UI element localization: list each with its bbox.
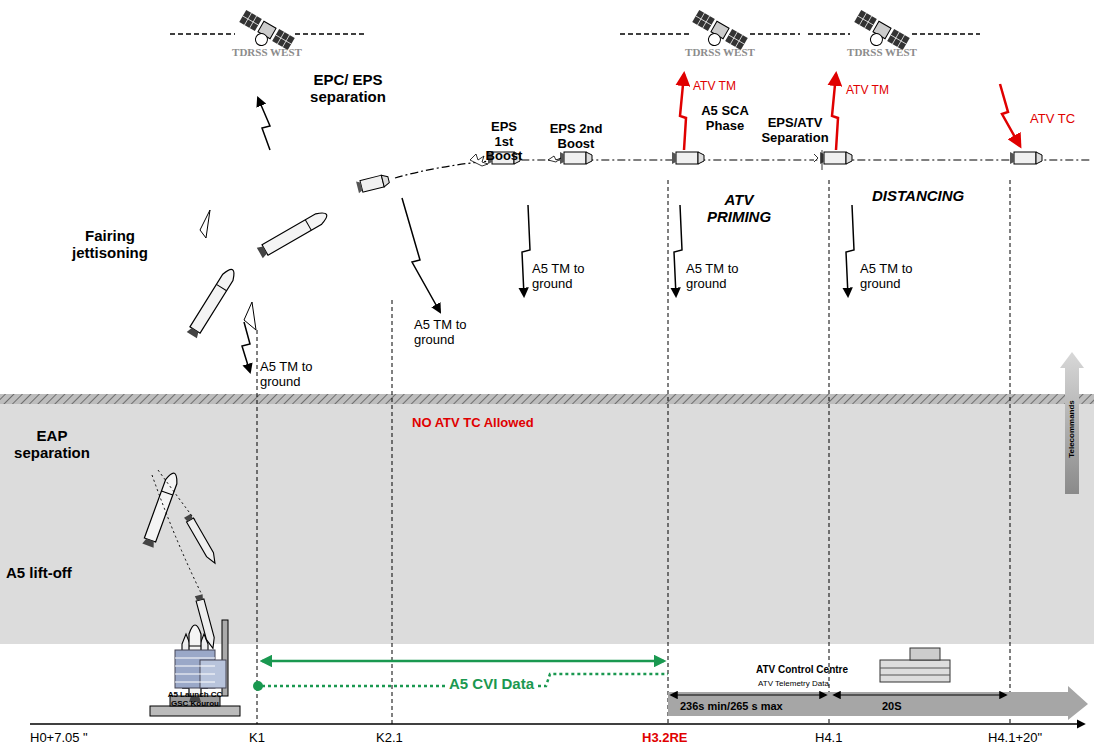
- label: ATV PRIMING: [700, 192, 778, 226]
- label: A5 TM to ground: [414, 318, 494, 347]
- atv-control-centre: [880, 648, 950, 682]
- label: DISTANCING: [872, 188, 964, 205]
- label: ATV TC: [1030, 112, 1075, 127]
- label: A5 TM to ground: [860, 262, 940, 291]
- node-text: ATV Telemetry Data: [758, 680, 829, 689]
- node-text: Telecommands: [1068, 400, 1077, 458]
- arrow-shape: [668, 676, 1090, 720]
- label: A5 lift-off: [6, 565, 96, 582]
- hatched-boundary: [0, 394, 1094, 404]
- label: K2.1: [376, 731, 403, 746]
- label: H3.2RE: [642, 731, 688, 746]
- node-text: 236s min/265 s max: [680, 700, 783, 712]
- label: TDRSS WEST: [222, 46, 312, 58]
- label: Fairing jettisoning: [60, 228, 160, 262]
- a5-tm-arrows: [242, 98, 854, 372]
- label: A5 SCA Phase: [694, 104, 756, 133]
- label: A5 TM to ground: [532, 262, 612, 291]
- label: EPS 2nd Boost: [540, 122, 612, 151]
- label: EPS/ATV Separation: [758, 116, 832, 145]
- label: EPC/ EPS separation: [298, 72, 398, 106]
- label: A5 TM to ground: [686, 262, 766, 291]
- launch-control-centre: [175, 650, 226, 688]
- ascent-illustration: [142, 150, 1090, 702]
- label: H0+7.05 ": [30, 731, 88, 746]
- atv-links: [680, 74, 1020, 150]
- label: K1: [249, 731, 265, 746]
- label: ATV TM: [846, 84, 889, 97]
- label: EAP separation: [4, 428, 100, 462]
- label: ATV TM: [693, 80, 736, 93]
- milestone-lines: [257, 180, 1010, 724]
- launch-pad: [150, 620, 240, 716]
- label: A5 Launch CC GSC Kourou: [160, 691, 230, 709]
- label: EPS 1st Boost: [482, 120, 526, 164]
- cvi-start-dot: [253, 681, 263, 691]
- tdrss-satellites: [170, 10, 980, 59]
- telemetry-arrow: ATV Telemetry Data 236s min/265 s max 20S: [668, 676, 1090, 720]
- label: ATV Control Centre: [756, 664, 848, 675]
- label: TDRSS WEST: [837, 46, 927, 58]
- node-text: 20S: [882, 700, 902, 712]
- no-tc-band: [0, 404, 1094, 644]
- telecommand-arrow: Telecommands: [1060, 352, 1084, 494]
- label: H4.1: [815, 731, 842, 746]
- time-axis: [30, 723, 1084, 724]
- label: H4.1+20": [988, 731, 1042, 746]
- label: A5 TM to ground: [260, 360, 340, 389]
- label: TDRSS WEST: [675, 46, 765, 58]
- label: A5 CVI Data: [446, 676, 537, 693]
- green-link: [262, 660, 664, 663]
- label: NO ATV TC Allowed: [412, 416, 534, 431]
